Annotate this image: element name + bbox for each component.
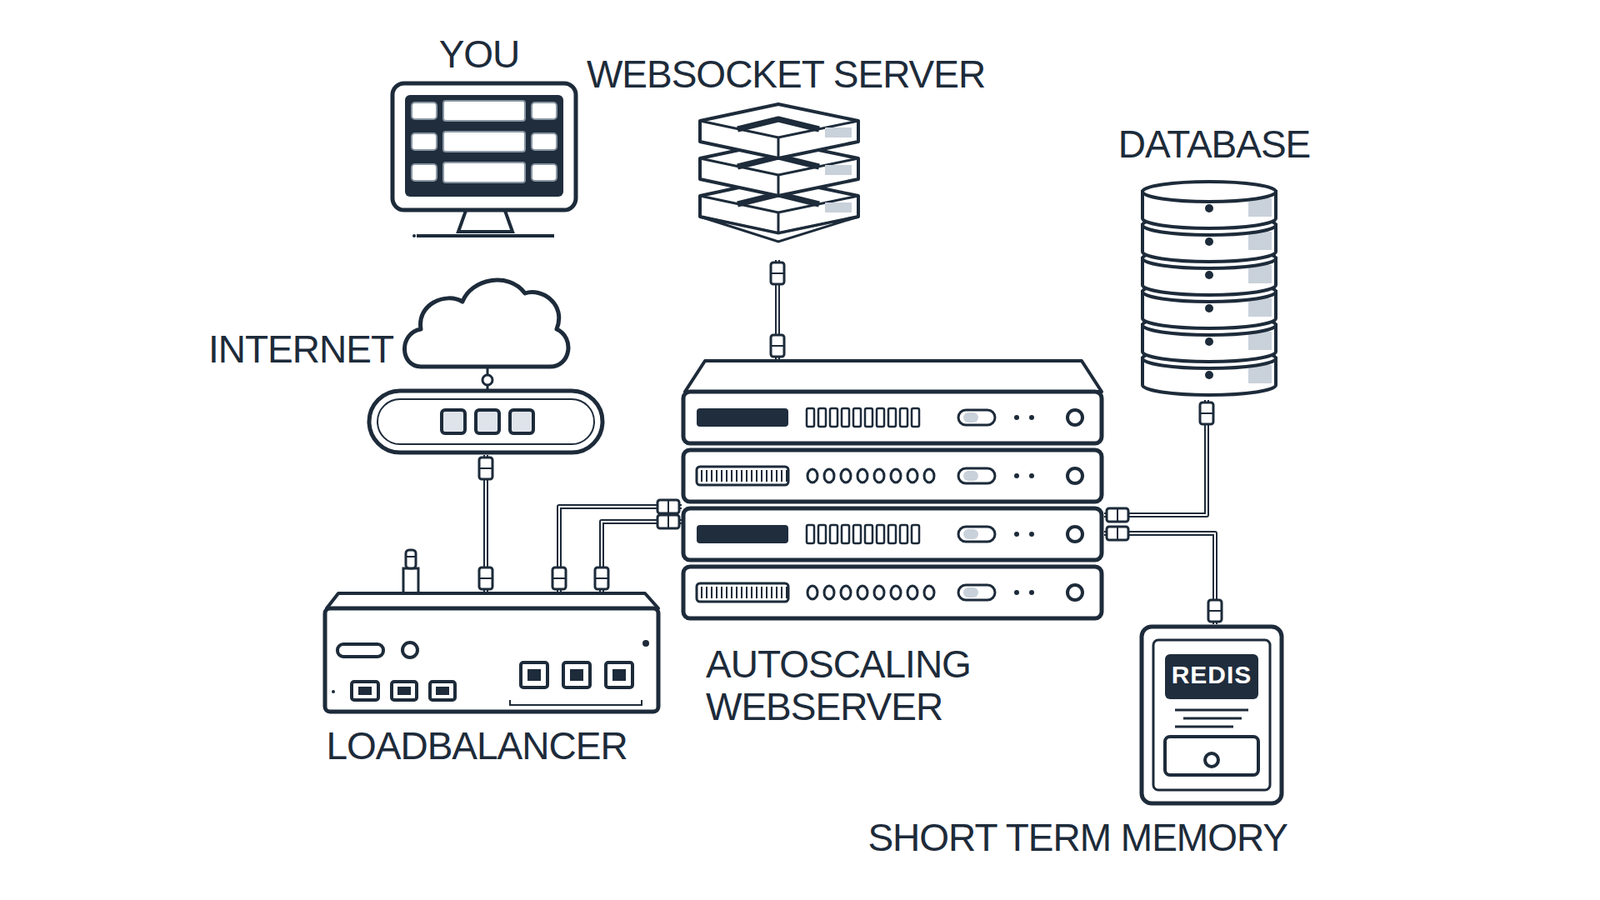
internet-router: INTERNET — [367, 273, 605, 455]
redis-store: REDISSHORT TERM MEMORY — [1139, 624, 1284, 806]
network-cable — [595, 515, 682, 592]
server-unit — [683, 566, 1102, 619]
server-unit — [683, 508, 1102, 560]
server-unit — [683, 391, 1102, 444]
database-icon — [1142, 181, 1276, 395]
monitor-icon — [392, 83, 576, 238]
websocket-server-icon — [700, 104, 859, 242]
webserver-stack: AUTOSCALING WEBSERVER — [681, 359, 1105, 625]
chip-label: REDIS — [1171, 660, 1253, 689]
device-label: LOADBALANCER — [325, 725, 627, 768]
server-unit — [683, 450, 1102, 502]
network-cable — [770, 260, 785, 360]
device-label: WEBSOCKET SERVER — [586, 53, 985, 96]
network-cable — [552, 500, 682, 592]
redis-device-icon — [1141, 626, 1282, 804]
device-label: AUTOSCALING WEBSERVER — [705, 643, 1023, 728]
device-label: YOU — [439, 33, 520, 76]
network-cable — [1104, 400, 1214, 522]
device-label: INTERNET — [208, 328, 394, 371]
loadbalancer-icon — [325, 550, 659, 712]
device-label: SHORT TERM MEMORY — [867, 816, 1288, 860]
network-cable — [479, 455, 493, 592]
device-label: DATABASE — [1118, 123, 1311, 166]
websocket-server: WEBSOCKET SERVER — [696, 101, 860, 260]
internet-icon — [369, 280, 603, 453]
client-monitor: YOU — [390, 81, 578, 239]
database: DATABASE — [1140, 181, 1280, 400]
network-cable — [1104, 526, 1222, 625]
webserver-stack-icon — [683, 360, 1102, 619]
loadbalancer: LOADBALANCER — [321, 591, 662, 715]
